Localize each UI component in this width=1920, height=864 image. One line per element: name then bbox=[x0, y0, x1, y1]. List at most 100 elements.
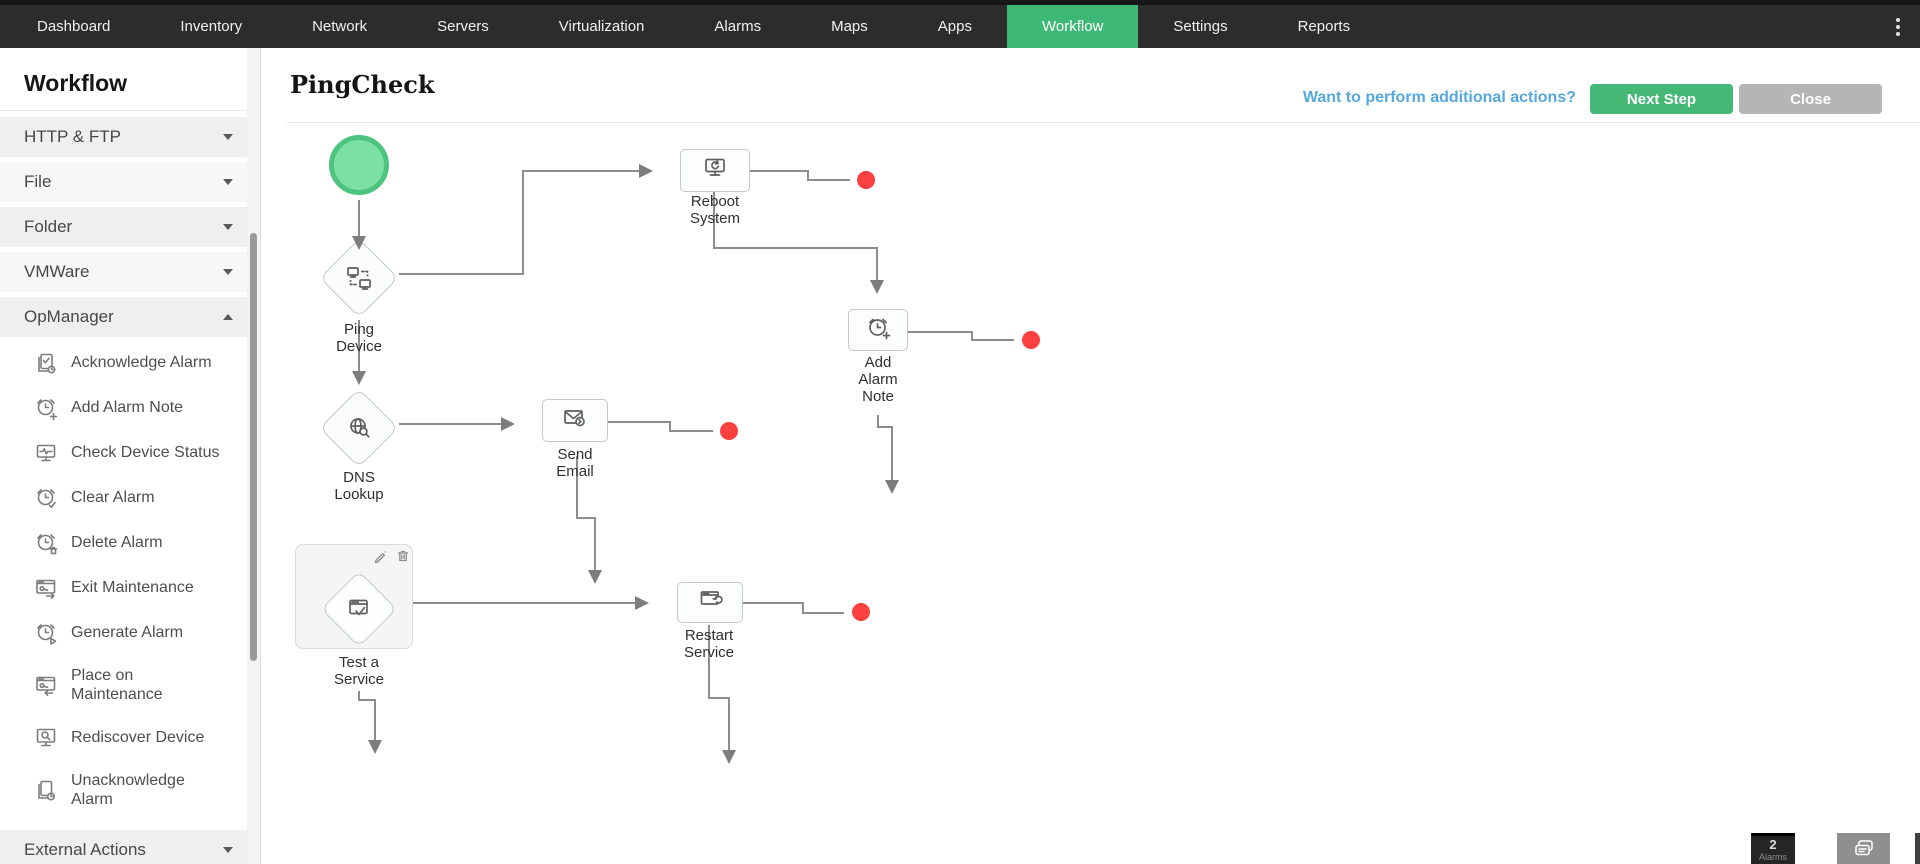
exit-maintenance-icon bbox=[33, 575, 59, 601]
node-restart-service[interactable] bbox=[677, 582, 743, 623]
item-label: Generate Alarm bbox=[71, 624, 184, 641]
ping-device-icon bbox=[342, 261, 376, 300]
sidebar-section-opmanager[interactable]: OpManager bbox=[0, 297, 247, 337]
nav-tab-settings[interactable]: Settings bbox=[1173, 18, 1228, 35]
workflow-name-title: PingCheck bbox=[290, 70, 435, 99]
top-nav: Dashboard Inventory Network Servers Virt… bbox=[0, 0, 1920, 48]
alarm-count: 2 bbox=[1769, 837, 1777, 852]
close-button[interactable]: Close bbox=[1739, 84, 1882, 114]
nav-tab-alarms[interactable]: Alarms bbox=[714, 18, 762, 35]
sidebar-section-http-ftp[interactable]: HTTP & FTP bbox=[0, 117, 247, 157]
sidebar: Workflow HTTP & FTP File Folder VMWare O… bbox=[0, 48, 261, 864]
sidebar-section-file[interactable]: File bbox=[0, 162, 247, 202]
sidebar-item-add-alarm-note[interactable]: Add Alarm Note bbox=[0, 385, 247, 430]
nav-tab-virtualization[interactable]: Virtualization bbox=[558, 18, 645, 35]
section-label: HTTP & FTP bbox=[24, 127, 121, 146]
endpoint-red-dot[interactable] bbox=[720, 422, 738, 440]
nav-tab-dashboard[interactable]: Dashboard bbox=[37, 18, 111, 35]
start-node[interactable] bbox=[329, 135, 389, 195]
connector-ping-to-reboot bbox=[399, 164, 653, 275]
sidebar-item-place-on-maintenance[interactable]: Place on Maintenance bbox=[0, 655, 247, 715]
chevron-down-icon bbox=[223, 179, 233, 185]
node-label-send-email: Send Email bbox=[556, 446, 594, 480]
chat-icon bbox=[1851, 833, 1877, 864]
section-label: File bbox=[24, 172, 52, 191]
delete-node-icon[interactable] bbox=[396, 549, 410, 568]
connector-add-alarm-note-to-endpoint bbox=[908, 331, 1014, 341]
alarm-count-label: Alarms bbox=[1758, 852, 1787, 862]
node-add-alarm-note[interactable] bbox=[848, 309, 908, 351]
item-label: Delete Alarm bbox=[71, 534, 163, 551]
opmanager-actions-list: Acknowledge Alarm Add Alarm Note Check D… bbox=[0, 340, 247, 820]
additional-actions-link[interactable]: Want to perform additional actions? bbox=[1302, 89, 1576, 106]
node-reboot-system[interactable] bbox=[680, 149, 750, 192]
item-label: Exit Maintenance bbox=[71, 579, 194, 596]
nav-tab-inventory[interactable]: Inventory bbox=[180, 18, 243, 35]
nav-tab-servers[interactable]: Servers bbox=[437, 18, 489, 35]
connector-add-alarm-note-down bbox=[877, 415, 899, 494]
sidebar-section-external-actions[interactable]: External Actions bbox=[0, 830, 247, 864]
chevron-down-icon bbox=[223, 224, 233, 230]
section-label: Folder bbox=[24, 217, 73, 236]
endpoint-red-dot[interactable] bbox=[852, 603, 870, 621]
sidebar-section-vmware[interactable]: VMWare bbox=[0, 252, 247, 292]
node-label-restart-service: Restart Service bbox=[683, 627, 735, 661]
node-label-reboot-system: Reboot System bbox=[689, 193, 740, 227]
node-label-ping-device: Ping Device bbox=[336, 321, 382, 355]
sidebar-section-folder[interactable]: Folder bbox=[0, 207, 247, 247]
section-label: External Actions bbox=[24, 840, 146, 859]
sidebar-item-clear-alarm[interactable]: Clear Alarm bbox=[0, 475, 247, 520]
nav-tab-workflow[interactable]: Workflow bbox=[1006, 5, 1139, 48]
generate-alarm-icon bbox=[33, 620, 59, 646]
connector-test-down bbox=[358, 691, 382, 754]
reboot-system-icon bbox=[701, 154, 729, 187]
sidebar-item-exit-maintenance[interactable]: Exit Maintenance bbox=[0, 565, 247, 610]
node-dns-lookup[interactable] bbox=[319, 388, 399, 468]
endpoint-red-dot[interactable] bbox=[857, 171, 875, 189]
sidebar-item-delete-alarm[interactable]: Delete Alarm bbox=[0, 520, 247, 565]
edit-node-icon[interactable] bbox=[373, 550, 387, 569]
panel-edge-strip bbox=[1915, 833, 1920, 864]
test-a-service-icon bbox=[342, 592, 376, 631]
acknowledge-alarm-icon bbox=[33, 350, 59, 376]
workflow-connectors bbox=[352, 164, 1040, 764]
item-label: Rediscover Device bbox=[71, 729, 205, 746]
workflow-canvas: PingCheck Want to perform additional act… bbox=[261, 48, 1920, 864]
item-label: Add Alarm Note bbox=[71, 399, 184, 416]
add-alarm-note-icon bbox=[864, 314, 892, 347]
kebab-menu-icon[interactable] bbox=[1888, 5, 1908, 48]
check-device-status-icon bbox=[33, 440, 59, 466]
chevron-up-icon bbox=[223, 314, 233, 320]
delete-alarm-icon bbox=[33, 530, 59, 556]
chevron-down-icon bbox=[223, 847, 233, 853]
sidebar-item-unacknowledge-alarm[interactable]: Unacknowledge Alarm bbox=[0, 760, 247, 820]
sidebar-item-check-device-status[interactable]: Check Device Status bbox=[0, 430, 247, 475]
sidebar-divider bbox=[0, 110, 247, 111]
item-label: Place on Maintenance bbox=[71, 667, 163, 703]
nav-tab-apps[interactable]: Apps bbox=[937, 18, 972, 35]
node-test-a-service[interactable] bbox=[320, 570, 398, 648]
node-label-dns-lookup: DNS Lookup bbox=[334, 469, 384, 503]
item-label: Acknowledge Alarm bbox=[71, 354, 212, 371]
chevron-down-icon bbox=[223, 134, 233, 140]
sidebar-item-rediscover-device[interactable]: Rediscover Device bbox=[0, 715, 247, 760]
sidebar-item-acknowledge-alarm[interactable]: Acknowledge Alarm bbox=[0, 340, 247, 385]
alarms-badge[interactable]: 2 Alarms bbox=[1751, 833, 1795, 864]
nav-tab-network[interactable]: Network bbox=[312, 18, 368, 35]
add-alarm-note-icon bbox=[33, 395, 59, 421]
clear-alarm-icon bbox=[33, 485, 59, 511]
node-send-email[interactable] bbox=[542, 399, 608, 442]
unacknowledge-alarm-icon bbox=[33, 777, 59, 803]
nav-tab-reports[interactable]: Reports bbox=[1297, 18, 1351, 35]
nav-tab-maps[interactable]: Maps bbox=[831, 18, 868, 35]
chevron-down-icon bbox=[223, 269, 233, 275]
sidebar-title: Workflow bbox=[24, 70, 128, 96]
endpoint-red-dot[interactable] bbox=[1022, 331, 1040, 349]
next-step-button[interactable]: Next Step bbox=[1590, 84, 1733, 114]
sidebar-scrollbar-thumb[interactable] bbox=[250, 233, 257, 661]
node-ping-device[interactable] bbox=[319, 238, 399, 318]
connector-restart-to-endpoint bbox=[743, 602, 844, 614]
item-label: Unacknowledge Alarm bbox=[71, 772, 185, 808]
sidebar-item-generate-alarm[interactable]: Generate Alarm bbox=[0, 610, 247, 655]
chat-widget[interactable] bbox=[1837, 833, 1890, 864]
